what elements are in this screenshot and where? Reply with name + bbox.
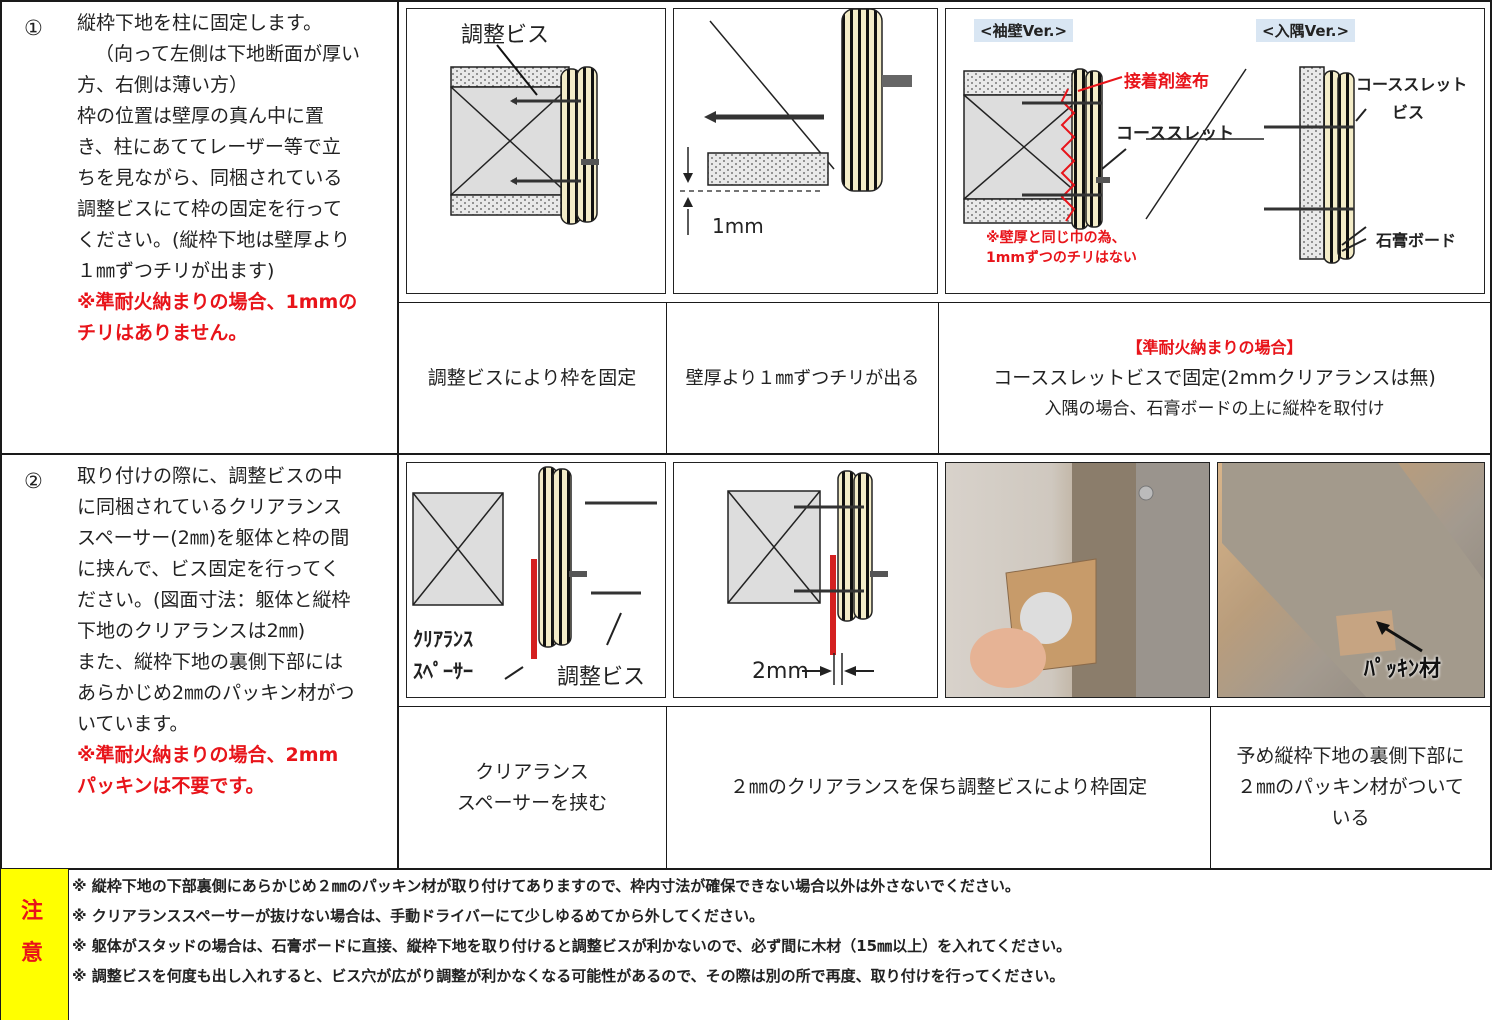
text-line: いています。 [77,713,189,735]
variant-label-irisumi: <入隅Ver.> [1256,19,1356,42]
diagram-spacer: ｸﾘｱﾗﾝｽ ｽﾍﾟｰｻｰ 調整ビス [406,462,666,698]
caution-label-cell: 注 意 [1,869,69,1020]
warning-text: ※準耐火納まりの場合、1mmの [77,291,358,313]
label-adhesive: 接着剤塗布 [1124,72,1209,92]
row-divider [398,706,1490,708]
caption-text: スペーサーを挟む [456,791,608,814]
caption-title: 【準耐火納まりの場合】 [1126,337,1303,357]
text-line: 枠の位置は壁厚の真ん中に置 [77,105,325,127]
table-border-top [0,0,1492,2]
caption-text: いる [1331,807,1370,829]
caption-text: ２㎜のクリアランスを保ち調整ビスにより枠固定 [729,776,1148,798]
cell-divider [1210,706,1212,868]
label-screw: 調整ビス [557,665,646,690]
text-line: ちを見ながら、同梱されている [77,167,343,189]
caution-note: ※ 縦枠下地の下部裏側にあらかじめ２㎜のパッキン材が取り付けてありますので、枠内… [72,877,1020,895]
column-divider [397,0,399,868]
dimension-label: 1mm [712,214,764,238]
diagram-label: 調整ビス [461,23,550,48]
text-line: ださい。(図面寸法：躯体と縦枠 [77,589,351,611]
text-line: に挟んで、ビス固定を行ってく [77,558,340,580]
cell-divider [666,706,668,868]
clearance-illustration [680,9,912,235]
text-line: １㎜ずつチリが出ます) [77,260,275,282]
photo-spacer-illustration [970,463,1209,697]
note-no-reveal-1: ※壁厚と同じ巾の為、 [986,230,1126,246]
label-coarse-screw-2: ビス [1392,103,1425,122]
table-border-right [1490,0,1492,868]
caption-text: クリアランス [475,760,589,783]
text-line: き、柱にあててレーザー等で立 [77,136,341,158]
diagram-2mm-clearance: 2mm [673,462,938,698]
step-number: ② [24,469,43,493]
note-no-reveal-2: 1mmずつのチリはない [986,250,1137,266]
text-line: スペーサー(2㎜)を躯体と枠の間 [77,527,350,549]
caption-cell: 【準耐火納まりの場合】 コーススレットビスで固定(2mmクリアランスは無) 入隅… [939,303,1490,453]
caution-note: ※ クリアランススペーサーが抜けない場合は、手動ドライバーにて少しゆるめてから外… [72,907,764,925]
cell-divider [666,302,668,453]
diagram-clearance: 1mm [673,8,938,294]
text-line: ください。(縦枠下地は壁厚より [77,229,351,251]
caption-cell: 調整ビスにより枠を固定 [398,303,666,453]
warning-text: チリはありません。 [77,322,248,344]
variant-label-sodekabe: <袖壁Ver.> [974,19,1074,42]
step-1-instructions: 縦枠下地を柱に固定します。 （向って左側は下地断面が厚い 方、右側は薄い方） 枠… [77,8,395,349]
label-spacer-1: ｸﾘｱﾗﾝｽ [413,627,473,651]
caption-text: コーススレットビスで固定(2mmクリアランスは無) [993,366,1436,389]
warning-text: パッキンは不要です。 [77,775,265,797]
caption-cell: ２㎜のクリアランスを保ち調整ビスにより枠固定 [667,707,1210,868]
2mm-clearance-illustration [727,470,888,685]
text-line: また、縦枠下地の裏側下部には [77,651,344,673]
photo-packing: ﾊﾟｯｷﾝ材 [1217,462,1485,698]
diagram-fire-resistant: <袖壁Ver.> <入隅Ver.> 接着剤塗布 コーススレット コーススレット … [945,8,1485,294]
label-gypsum-board: 石膏ボード [1376,231,1457,250]
dimension-label: 2mm [752,659,809,684]
caption-cell: 壁厚より１㎜ずつチリが出る [667,303,938,453]
caution-char: 意 [21,941,44,966]
label-spacer-2: ｽﾍﾟｰｻｰ [413,659,473,683]
text-line: に同梱されているクリアランス [77,496,343,518]
label-coarse-thread: コーススレット [1116,124,1235,144]
caption-text: 壁厚より１㎜ずつチリが出る [685,367,920,389]
caution-note: ※ 躯体がスタッドの場合は、石膏ボードに直接、縦枠下地を取り付けると調整ビスが利… [72,937,1072,955]
table-border-left [0,0,2,1020]
text-line: （向って左側は下地断面が厚い [95,43,361,65]
caption-text: 入隅の場合、石膏ボードの上に縦枠を取付け [1044,398,1385,419]
step-number: ① [24,16,43,40]
warning-text: ※準耐火納まりの場合、2mm [77,744,339,766]
caption-text: ２㎜のパッキン材がついて [1237,776,1464,798]
row-divider [0,453,1492,455]
diagram-frame-fixing: 調整ビス [406,8,666,294]
text-line: 調整ビスにて枠の固定を行って [77,198,343,220]
label-coarse-screw: コーススレット [1356,75,1468,94]
caption-text: 調整ビスにより枠を固定 [427,366,637,389]
text-line: 取り付けの際に、調整ビスの中 [77,465,343,487]
caption-text: 予め縦枠下地の裏側下部に [1236,745,1465,767]
caution-char: 注 [21,899,44,924]
text-line: 方、右側は薄い方） [77,74,249,96]
cell-divider [938,302,940,453]
caption-cell: クリアランス スペーサーを挟む [398,707,666,868]
frame-fixing-illustration [450,44,599,225]
fire-resistant-illustration [963,66,1367,264]
row-divider [0,868,1492,870]
caution-note: ※ 調整ビスを何度も出し入れすると、ビス穴が広がり調整が利かなくなる可能性がある… [72,967,1065,985]
caption-cell: 予め縦枠下地の裏側下部に ２㎜のパッキン材がついて いる [1211,707,1490,868]
caution-notes: ※ 縦枠下地の下部裏側にあらかじめ２㎜のパッキン材が取り付けてありますので、枠内… [72,871,1482,991]
text-line: 縦枠下地を柱に固定します。 [77,12,323,34]
text-line: あらかじめ2㎜のパッキン材がつ [77,682,355,704]
photo-spacer-insertion [945,462,1210,698]
photo-packing-illustration [1222,463,1484,697]
row-divider [398,302,1490,304]
spacer-illustration [412,466,657,680]
text-line: 下地のクリアランスは2㎜) [77,620,306,642]
label-packing: ﾊﾟｯｷﾝ材 [1364,657,1442,682]
step-2-instructions: 取り付けの際に、調整ビスの中 に同梱されているクリアランス スペーサー(2㎜)を… [77,461,395,802]
